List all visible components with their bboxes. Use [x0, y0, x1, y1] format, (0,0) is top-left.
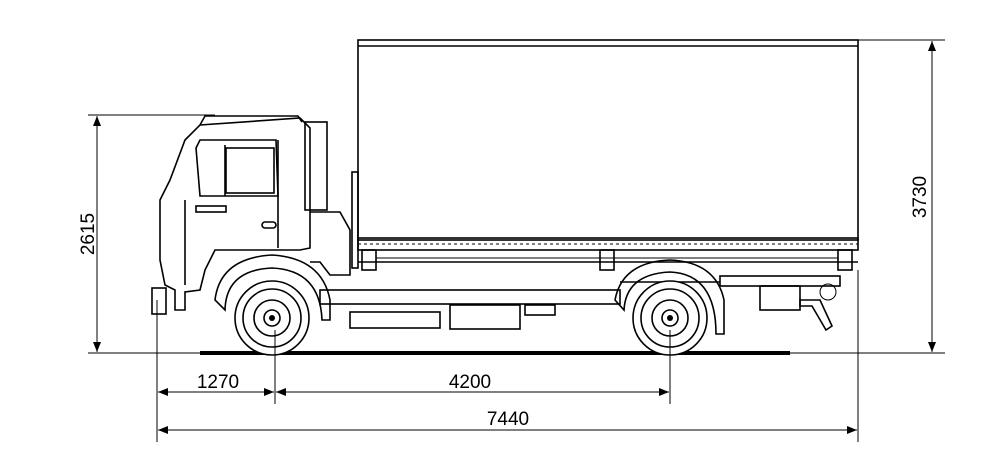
total-height-label: 3730: [910, 176, 931, 218]
rear-wheel: [632, 280, 708, 356]
cargo-box: [351, 39, 859, 271]
wheelbase-label: 4200: [449, 372, 491, 393]
cab: [151, 115, 351, 321]
rear-fender: [614, 259, 725, 335]
front-wheel: [234, 280, 310, 356]
ground-line: [200, 351, 790, 355]
front-overhang-label: 1270: [197, 372, 239, 393]
cab-height-label: 2615: [78, 213, 99, 255]
total-length-label: 7440: [487, 409, 529, 430]
chassis-frame: [319, 275, 841, 332]
extension-lines: [88, 39, 945, 442]
